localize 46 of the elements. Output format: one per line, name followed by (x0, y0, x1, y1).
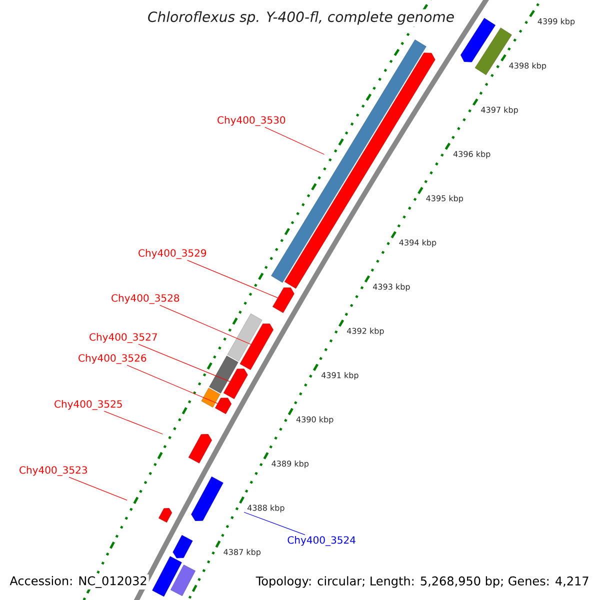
gene-label: Chy400_3527 (90, 333, 157, 343)
leader-line (186, 260, 278, 298)
leader-line (159, 304, 252, 345)
gene-bar (209, 356, 238, 394)
scale-label: 4395 kbp (426, 195, 464, 203)
gene-block (240, 324, 274, 370)
accession-text: Accession: NC_012032 (8, 574, 149, 590)
gene-label: Chy400_3523 (20, 466, 87, 476)
scale-label: 4399 kbp (538, 18, 575, 26)
gene-bar (170, 564, 196, 596)
gene-block (215, 398, 232, 414)
scale-label: 4390 kbp (296, 416, 334, 424)
leader-line (264, 126, 325, 155)
gene-block (460, 18, 496, 62)
gene-label: Chy400_3528 (112, 294, 180, 304)
leader-line (138, 344, 230, 382)
gene-label: Chy400_3526 (78, 354, 146, 364)
scale-label: 4394 kbp (399, 239, 436, 248)
scale-label: 4398 kbp (509, 62, 546, 70)
gene-bar (152, 556, 182, 597)
scale-label: 4393 kbp (373, 284, 410, 292)
title: Chloroflexus sp. Y-400-fl, complete genome (146, 9, 456, 27)
gene-bar (227, 313, 262, 362)
gene-block (191, 476, 224, 521)
leader-line (126, 364, 218, 404)
gene-label: Chy400_3525 (54, 400, 122, 410)
gene-bar (201, 388, 220, 408)
gene-block (172, 535, 193, 558)
leader-line (68, 476, 128, 500)
scale-label: 4388 kbp (248, 504, 284, 512)
gene-block (223, 368, 248, 400)
scale-label: 4387 kbp (224, 548, 261, 557)
scale-label: 4397 kbp (481, 106, 518, 114)
scale-label: 4391 kbp (322, 372, 358, 380)
scale-label: 4389 kbp (272, 460, 309, 468)
scale-label: 4396 kbp (453, 150, 490, 159)
gene-block (272, 288, 294, 313)
gene-block (188, 434, 212, 464)
gene-label: Chy400_3530 (218, 116, 286, 126)
leader-line (104, 410, 164, 434)
scale-label: 4392 kbp (347, 328, 384, 336)
gene-label: Chy400_3524 (288, 536, 356, 546)
genome-info-text: Topology: circular; Length: 5,268,950 bp; Genes: 4,217 (254, 574, 591, 590)
leader-line (244, 512, 306, 536)
gene-block (158, 508, 172, 523)
gene-label: Chy400_3529 (138, 249, 206, 259)
